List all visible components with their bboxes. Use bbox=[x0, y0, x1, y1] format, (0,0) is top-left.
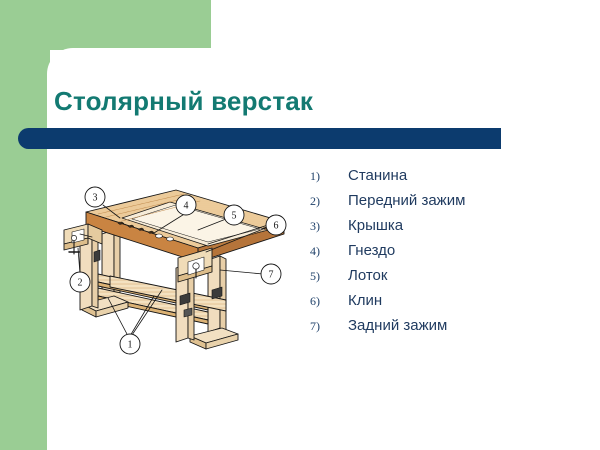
list-item: 1) Станина bbox=[310, 163, 580, 188]
green-top-block-decoration bbox=[0, 0, 211, 50]
svg-text:1: 1 bbox=[128, 340, 133, 351]
list-item-label: Задний зажим bbox=[348, 317, 448, 334]
parts-list: 1) Станина 2) Передний зажим 3) Крышка 4… bbox=[310, 163, 580, 338]
list-item-label: Передний зажим bbox=[348, 192, 466, 209]
list-item: 2) Передний зажим bbox=[310, 188, 580, 213]
white-content-panel bbox=[47, 48, 600, 450]
green-sidebar-decoration bbox=[0, 0, 50, 450]
list-item-marker: 7) bbox=[310, 319, 320, 333]
svg-text:3: 3 bbox=[93, 193, 98, 204]
list-item: 7) Задний зажим bbox=[310, 313, 580, 338]
list-item: 4) Гнездо bbox=[310, 238, 580, 263]
list-item-marker: 3) bbox=[310, 219, 320, 233]
svg-text:7: 7 bbox=[269, 270, 274, 281]
list-item: 6) Клин bbox=[310, 288, 580, 313]
list-item-marker: 5) bbox=[310, 269, 320, 283]
list-item-label: Лоток bbox=[348, 267, 388, 284]
list-item-label: Станина bbox=[348, 167, 408, 184]
svg-text:5: 5 bbox=[232, 211, 237, 222]
svg-text:4: 4 bbox=[184, 201, 189, 212]
page-title: Столярный верстак bbox=[54, 86, 314, 116]
svg-text:2: 2 bbox=[78, 278, 83, 289]
navy-title-underline-bar bbox=[18, 128, 501, 149]
list-item-label: Крышка bbox=[348, 217, 404, 234]
svg-text:6: 6 bbox=[274, 221, 279, 232]
list-item-label: Клин bbox=[348, 292, 383, 309]
list-item: 5) Лоток bbox=[310, 263, 580, 288]
list-item-marker: 1) bbox=[310, 169, 320, 183]
workbench-illustration: 1 2 3 4 5 bbox=[58, 178, 294, 364]
list-item-marker: 6) bbox=[310, 294, 320, 308]
list-item-label: Гнездо bbox=[348, 242, 396, 259]
list-item: 3) Крышка bbox=[310, 213, 580, 238]
list-item-marker: 4) bbox=[310, 244, 320, 258]
list-item-marker: 2) bbox=[310, 194, 320, 208]
